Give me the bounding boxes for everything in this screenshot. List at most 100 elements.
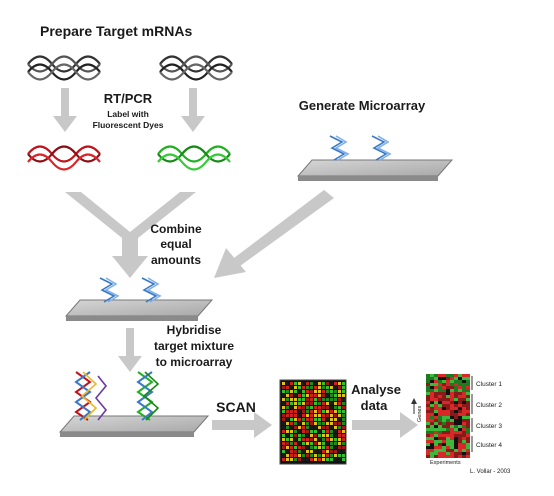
scan-spot — [314, 386, 317, 389]
heatmap-cell — [454, 374, 458, 377]
heatmap-cell — [462, 416, 466, 419]
scan-spot — [302, 458, 305, 461]
scan-spot — [342, 438, 345, 441]
heatmap-cell — [458, 410, 462, 413]
scan-spot — [334, 454, 337, 457]
heatmap-cell — [458, 443, 462, 446]
heatmap-cell — [454, 440, 458, 443]
heatmap-cell — [442, 389, 446, 392]
scan-spot — [334, 382, 337, 385]
scan-spot — [330, 394, 333, 397]
scan-spot — [314, 406, 317, 409]
heatmap-cell — [430, 413, 434, 416]
scan-spot — [298, 410, 301, 413]
heatmap-cell — [454, 407, 458, 410]
scan-spot — [318, 394, 321, 397]
heatmap-cell — [454, 437, 458, 440]
scan-spot — [318, 446, 321, 449]
heatmap-cell — [426, 392, 430, 395]
heatmap-cell — [446, 431, 450, 434]
heatmap-cell — [430, 392, 434, 395]
scan-spot — [310, 430, 313, 433]
heatmap-cell — [446, 419, 450, 422]
scan-spot — [322, 442, 325, 445]
scan-spot — [290, 418, 293, 421]
heatmap-cell — [430, 449, 434, 452]
heatmap-cell — [442, 440, 446, 443]
scan-spot — [318, 458, 321, 461]
scan-spot — [318, 450, 321, 453]
heatmap-cell — [462, 413, 466, 416]
scan-spot — [282, 446, 285, 449]
heatmap-cell — [438, 374, 442, 377]
scan-spot — [322, 394, 325, 397]
red-labelled-strand — [26, 145, 102, 171]
scan-spot — [282, 458, 285, 461]
heatmap-cell — [434, 401, 438, 404]
heatmap-cell — [442, 377, 446, 380]
scan-spot — [290, 434, 293, 437]
scan-spot — [310, 402, 313, 405]
scan-spot — [342, 402, 345, 405]
heatmap-cell — [466, 443, 470, 446]
arrow-down-left — [53, 88, 77, 132]
heatmap-cell — [434, 428, 438, 431]
heatmap-cell — [438, 428, 442, 431]
heatmap-cell — [438, 383, 442, 386]
heatmap-cell — [462, 398, 466, 401]
heatmap-cell — [458, 395, 462, 398]
scan-spot — [330, 390, 333, 393]
heatmap-cell — [450, 413, 454, 416]
scan-spot — [294, 422, 297, 425]
data-text: data — [361, 398, 389, 413]
scan-spot — [310, 394, 313, 397]
scan-spot — [302, 402, 305, 405]
scan-spot — [282, 414, 285, 417]
heatmap-cell — [434, 410, 438, 413]
scan-spot — [294, 454, 297, 457]
heatmap-cell — [442, 434, 446, 437]
scan-spot — [330, 386, 333, 389]
heatmap-cell — [442, 410, 446, 413]
scan-spot — [306, 418, 309, 421]
arrow-down-right — [181, 88, 205, 132]
heatmap-cell — [446, 383, 450, 386]
scan-spot — [334, 386, 337, 389]
heatmap-cell — [430, 437, 434, 440]
combine-text: Combine — [150, 222, 202, 236]
scan-spot — [314, 402, 317, 405]
genes-axis-label: Genes — [417, 406, 423, 422]
scan-spot — [330, 438, 333, 441]
scan-spot — [326, 394, 329, 397]
heatmap-cell — [426, 419, 430, 422]
scan-spot — [318, 430, 321, 433]
scan-spot — [322, 446, 325, 449]
scan-spot — [302, 454, 305, 457]
heatmap-cell — [450, 386, 454, 389]
heatmap-cell — [442, 380, 446, 383]
heatmap-cell — [462, 428, 466, 431]
scan-spot — [290, 426, 293, 429]
heatmap-cell — [466, 407, 470, 410]
heatmap-cell — [430, 395, 434, 398]
scan-spot — [294, 406, 297, 409]
scan-spot — [310, 406, 313, 409]
scan-spot — [306, 430, 309, 433]
scan-spot — [342, 454, 345, 457]
heatmap-cell — [446, 425, 450, 428]
heatmap-cell — [446, 398, 450, 401]
scan-spot — [330, 406, 333, 409]
scan-spot — [298, 458, 301, 461]
scan-spot — [298, 434, 301, 437]
heatmap-cell — [438, 416, 442, 419]
scan-spot — [342, 398, 345, 401]
scan-spot — [342, 434, 345, 437]
scan-spot — [298, 398, 301, 401]
scan-spot — [318, 434, 321, 437]
scan-spot — [326, 450, 329, 453]
heatmap-cell — [450, 431, 454, 434]
heatmap-cell — [458, 404, 462, 407]
scan-spot — [282, 390, 285, 393]
heatmap-cell — [434, 395, 438, 398]
scan-spot — [306, 454, 309, 457]
